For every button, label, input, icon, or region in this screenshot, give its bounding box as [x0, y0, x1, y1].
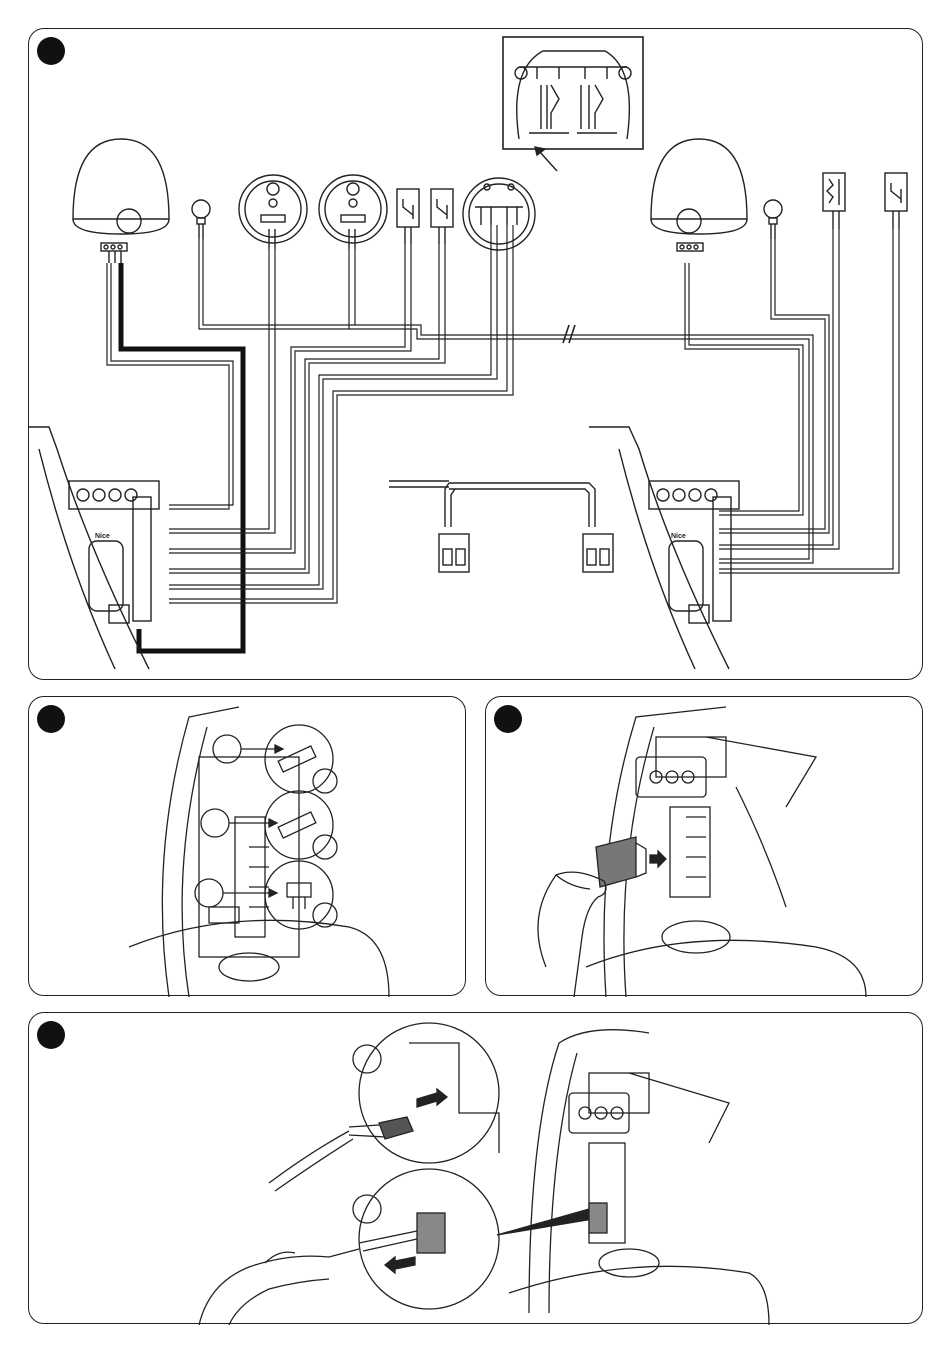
fuse-1-callout — [213, 725, 337, 793]
safety-edge — [823, 173, 845, 229]
connector-panel — [28, 1012, 923, 1324]
brand-logo-left: Nice — [95, 533, 110, 540]
photocell-detail-zoom — [503, 37, 643, 171]
battery-drawing — [486, 697, 924, 997]
courtesy-bulb-left — [192, 200, 210, 239]
control-unit-right: Nice — [589, 427, 739, 669]
photocell-open — [463, 178, 535, 250]
key-switch-2 — [431, 189, 453, 244]
flashing-light-right — [651, 139, 747, 251]
control-unit-overview — [509, 1030, 769, 1325]
photocell-1 — [239, 175, 307, 249]
courtesy-bulb-right — [764, 200, 782, 239]
wiring-diagram-drawing: Nice Nice — [29, 29, 924, 681]
key-switch-1 — [397, 189, 419, 244]
brand-logo-right: Nice — [671, 533, 686, 540]
wiring-diagram-panel: Nice Nice — [28, 28, 923, 680]
cable-harness — [107, 225, 899, 651]
battery-plug — [596, 837, 666, 887]
fuse-replacement-panel — [28, 696, 466, 996]
stop-switch — [885, 173, 907, 229]
connector-release-zoom — [353, 1169, 499, 1309]
battery-plug-panel — [485, 696, 923, 996]
flashing-light-left — [73, 139, 169, 263]
fuse-2-callout — [201, 791, 337, 859]
fuse-3-callout — [195, 861, 337, 929]
hand-with-screwdriver — [199, 1249, 359, 1325]
detail-pointer — [497, 1209, 593, 1235]
connector-insert-zoom — [269, 1023, 499, 1191]
fuse-drawing — [29, 697, 467, 997]
photocell-2 — [319, 175, 387, 249]
hand — [538, 872, 606, 997]
connector-drawing — [29, 1013, 924, 1325]
bus-connectors — [389, 481, 613, 572]
